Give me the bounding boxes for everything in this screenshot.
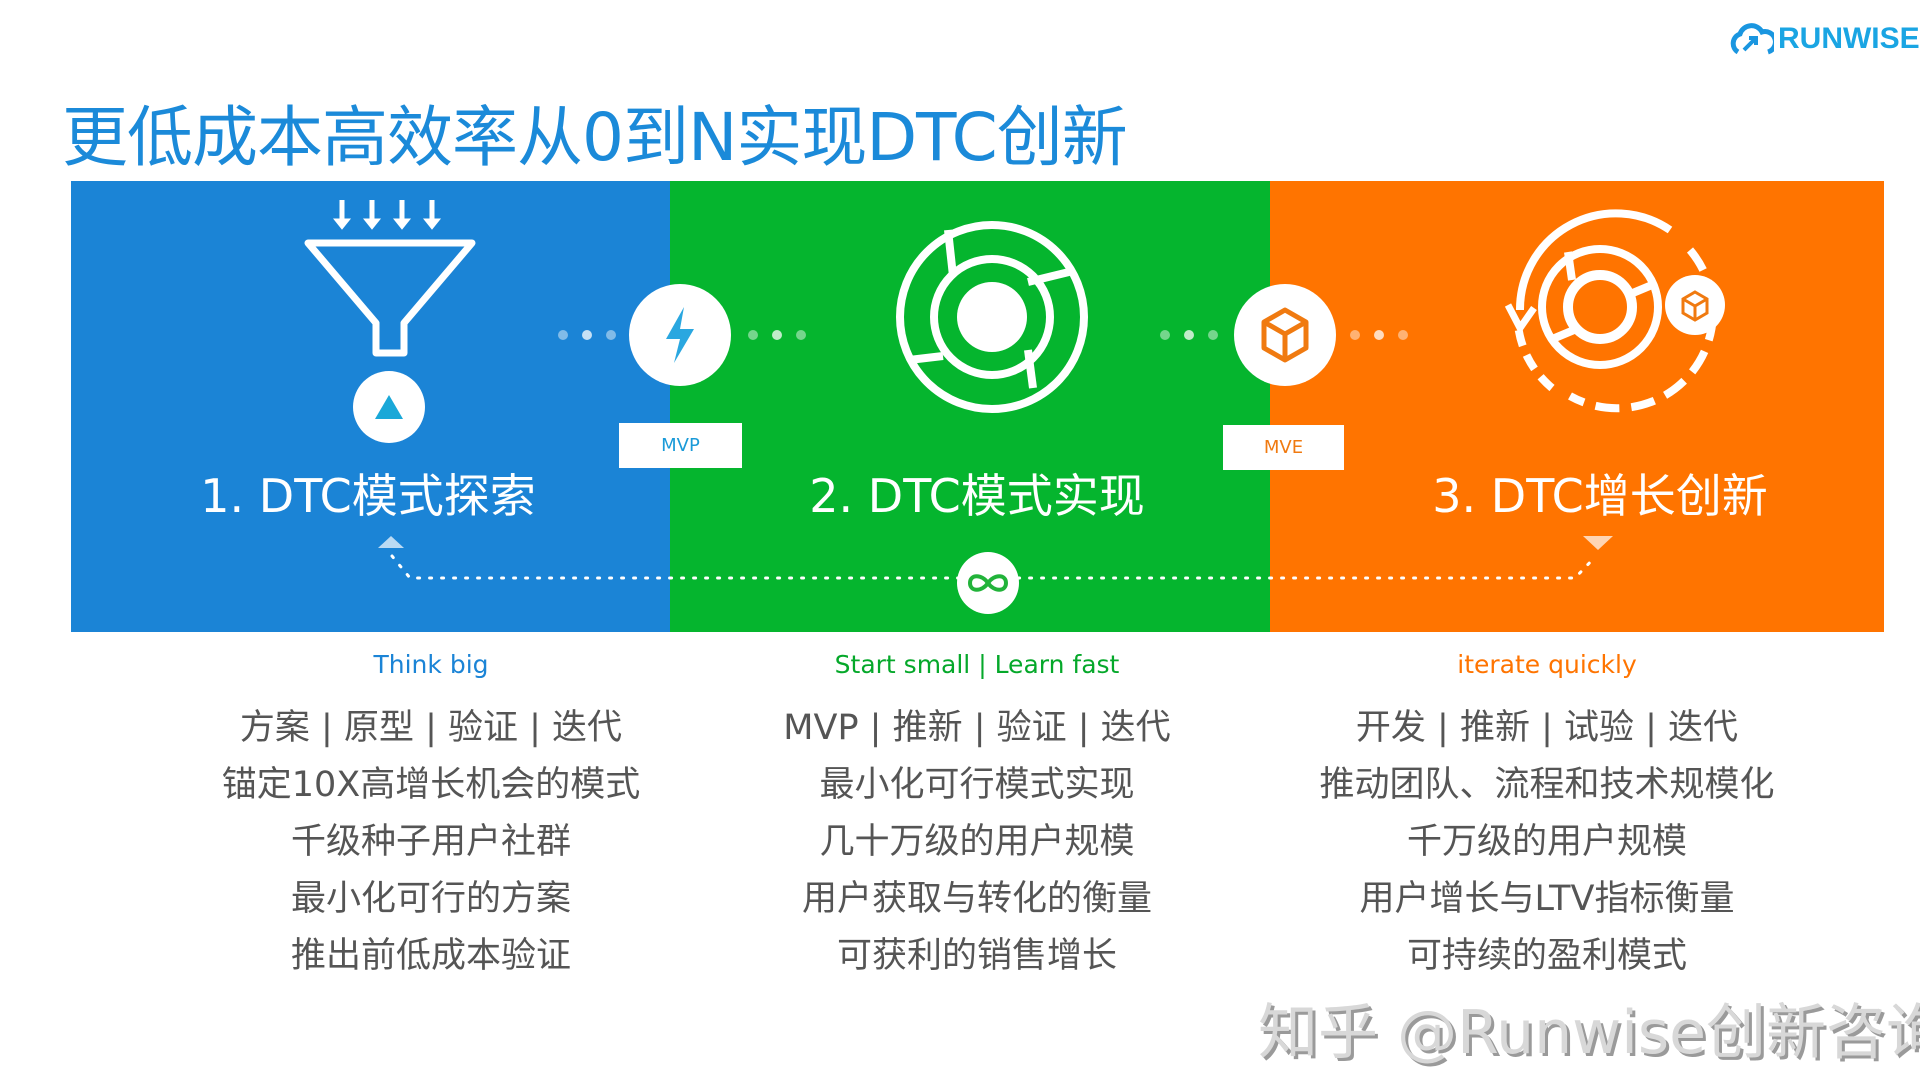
list-item: 开发 | 推新 | 试验 | 迭代 (1355, 708, 1739, 748)
stage-2-list: MVP | 推新 | 验证 | 迭代 最小化可行模式实现 几十万级的用户规模 用… (783, 700, 1170, 985)
stage-3-tagline: iterate quickly (1457, 650, 1637, 679)
stage-1-label: 1. DTC模式探索 (200, 469, 536, 523)
cloud-logo-icon (1730, 23, 1774, 55)
stage-3-label: 3. DTC增长创新 (1432, 469, 1768, 523)
list-item: 可持续的盈利模式 (1406, 936, 1688, 976)
logo-text: RUNWISE (1778, 22, 1920, 55)
mve-tag: MVE (1223, 425, 1344, 470)
list-item: 推动团队、流程和技术规模化 (1319, 765, 1775, 805)
runwise-logo: RUNWISE (1730, 22, 1920, 56)
connector-dots (1160, 330, 1218, 340)
list-item: 最小化可行的方案 (290, 879, 572, 919)
target-cycle-icon (896, 221, 1088, 413)
stage-1-tagline: Think big (373, 650, 489, 679)
connector-dots (748, 330, 806, 340)
list-item: 用户获取与转化的衡量 (801, 879, 1153, 919)
list-item: 推出前低成本验证 (290, 936, 572, 976)
connector-dots (1350, 330, 1408, 340)
stage-2-tagline: Start small | Learn fast (834, 650, 1120, 679)
list-item: 可获利的销售增长 (836, 936, 1118, 976)
list-item: 用户增长与LTV指标衡量 (1359, 879, 1735, 919)
connector-dots (558, 330, 616, 340)
list-item: 几十万级的用户规模 (819, 822, 1135, 862)
list-item: 方案 | 原型 | 验证 | 迭代 (239, 708, 623, 748)
watermark: 知乎 @Runwise创新咨询 (1258, 998, 1920, 1068)
list-item: 千级种子用户社群 (290, 822, 572, 862)
growth-cycle-icon (1504, 209, 1725, 413)
list-item: MVP | 推新 | 验证 | 迭代 (783, 708, 1171, 748)
stage-1-list: 方案 | 原型 | 验证 | 迭代 锚定10X高增长机会的模式 千级种子用户社群… (222, 700, 641, 985)
triangle-up-icon (375, 395, 403, 419)
mve-circle (1234, 284, 1336, 386)
mvp-circle (629, 284, 731, 386)
list-item: 锚定10X高增长机会的模式 (221, 765, 641, 805)
lightning-icon (666, 307, 694, 363)
stage-3-list: 开发 | 推新 | 试验 | 迭代 推动团队、流程和技术规模化 千万级的用户规模… (1319, 700, 1774, 985)
funnel-icon (304, 200, 476, 357)
loop-circle (957, 552, 1019, 614)
stage-2-label: 2. DTC模式实现 (809, 469, 1145, 523)
cube-icon (1261, 307, 1309, 363)
mvp-tag: MVP (619, 423, 742, 468)
page-title: 更低成本高效率从0到N实现DTC创新 (62, 99, 1128, 176)
list-item: 千万级的用户规模 (1406, 822, 1688, 862)
list-item: 最小化可行模式实现 (819, 765, 1135, 805)
triangle-up-badge (353, 371, 425, 443)
infinity-icon (967, 574, 1009, 592)
